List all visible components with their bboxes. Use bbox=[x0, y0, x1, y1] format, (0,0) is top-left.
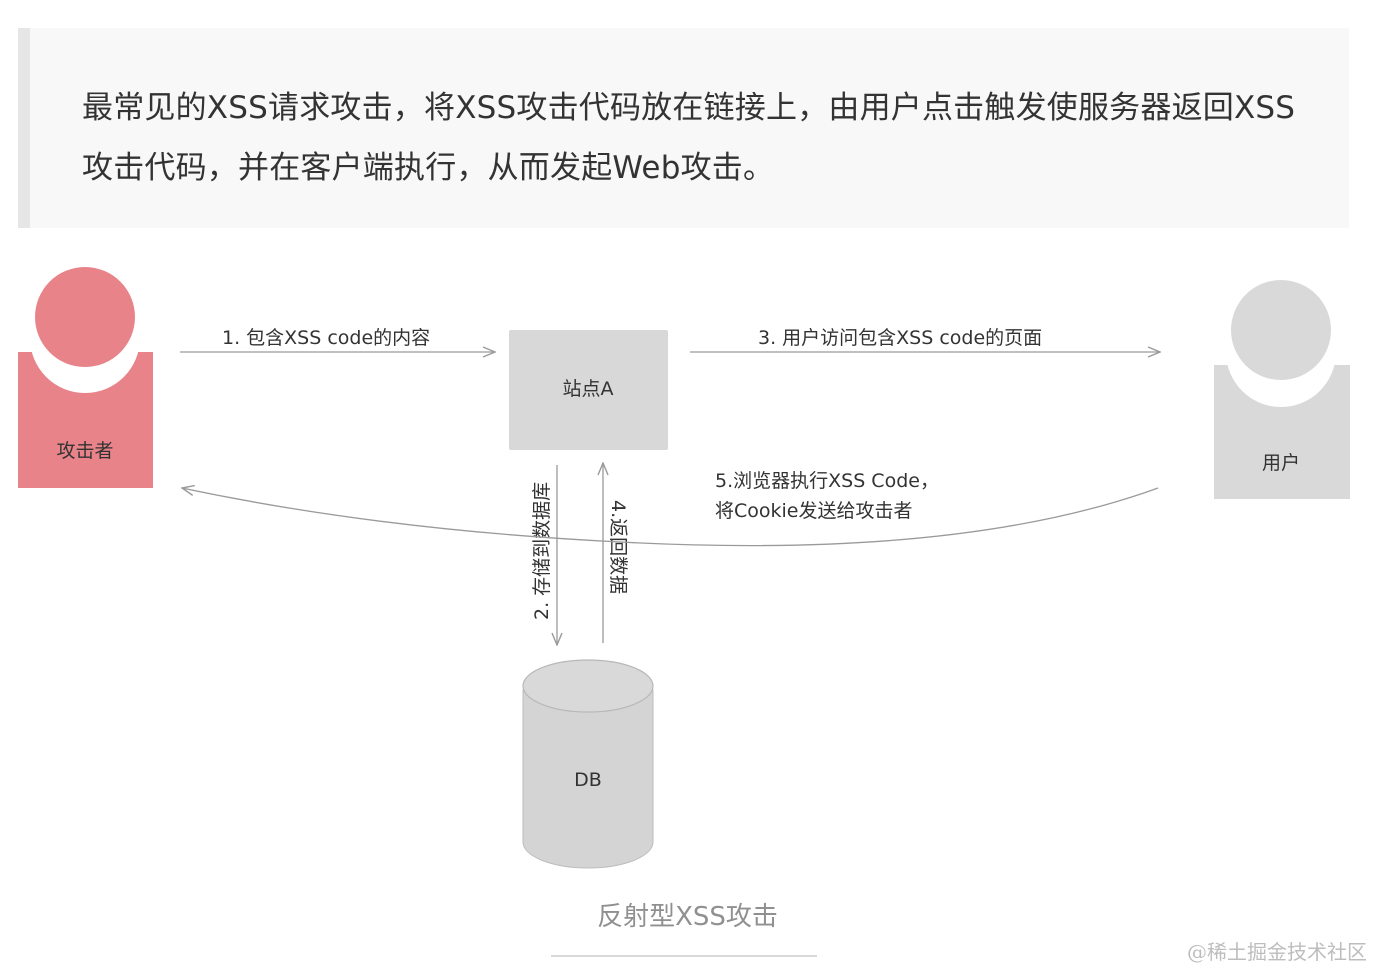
step3-label: 3. 用户访问包含XSS code的页面 bbox=[758, 327, 1042, 349]
attacker-head bbox=[35, 267, 135, 367]
caption-divider bbox=[551, 955, 817, 957]
user-label: 用户 bbox=[1262, 452, 1300, 474]
intro-text: 最常见的XSS请求攻击，将XSS攻击代码放在链接上，由用户点击触发使服务器返回X… bbox=[82, 78, 1332, 198]
step5-label-line2: 将Cookie发送给攻击者 bbox=[715, 500, 913, 522]
step5-label-line1: 5.浏览器执行XSS Code， bbox=[715, 470, 939, 492]
intro-blockquote: 最常见的XSS请求攻击，将XSS攻击代码放在链接上，由用户点击触发使服务器返回X… bbox=[18, 28, 1349, 228]
db-cylinder-top bbox=[522, 659, 654, 713]
site-a-node: 站点A bbox=[509, 330, 668, 450]
xss-flow-diagram: 攻击者 用户 站点A DB 1. 包含XSS code的内容 3. 用户访问包含… bbox=[18, 267, 1350, 869]
intro-line-2: 攻击代码，并在客户端执行，从而发起Web攻击。 bbox=[82, 150, 775, 186]
db-cylinder-body bbox=[522, 689, 654, 869]
figure-caption: 反射型XSS攻击 bbox=[597, 902, 778, 932]
attacker-figure: 攻击者 bbox=[18, 267, 153, 488]
site-a-label: 站点A bbox=[563, 378, 614, 400]
step1-label: 1. 包含XSS code的内容 bbox=[222, 327, 430, 349]
attacker-label: 攻击者 bbox=[56, 440, 113, 462]
user-head bbox=[1231, 280, 1331, 380]
step2-label: 2. 存储到数据库 bbox=[531, 482, 553, 620]
db-label: DB bbox=[574, 769, 602, 791]
db-node: DB bbox=[522, 659, 654, 869]
site-a-box bbox=[509, 330, 668, 450]
watermark: @稀土掘金技术社区 bbox=[1187, 940, 1367, 964]
intro-line-1: 最常见的XSS请求攻击，将XSS攻击代码放在链接上，由用户点击触发使服务器返回X… bbox=[82, 90, 1296, 126]
step4-label: 4.返回数据 bbox=[607, 500, 629, 594]
step5-arrow bbox=[182, 488, 1159, 547]
user-figure: 用户 bbox=[1214, 280, 1350, 499]
